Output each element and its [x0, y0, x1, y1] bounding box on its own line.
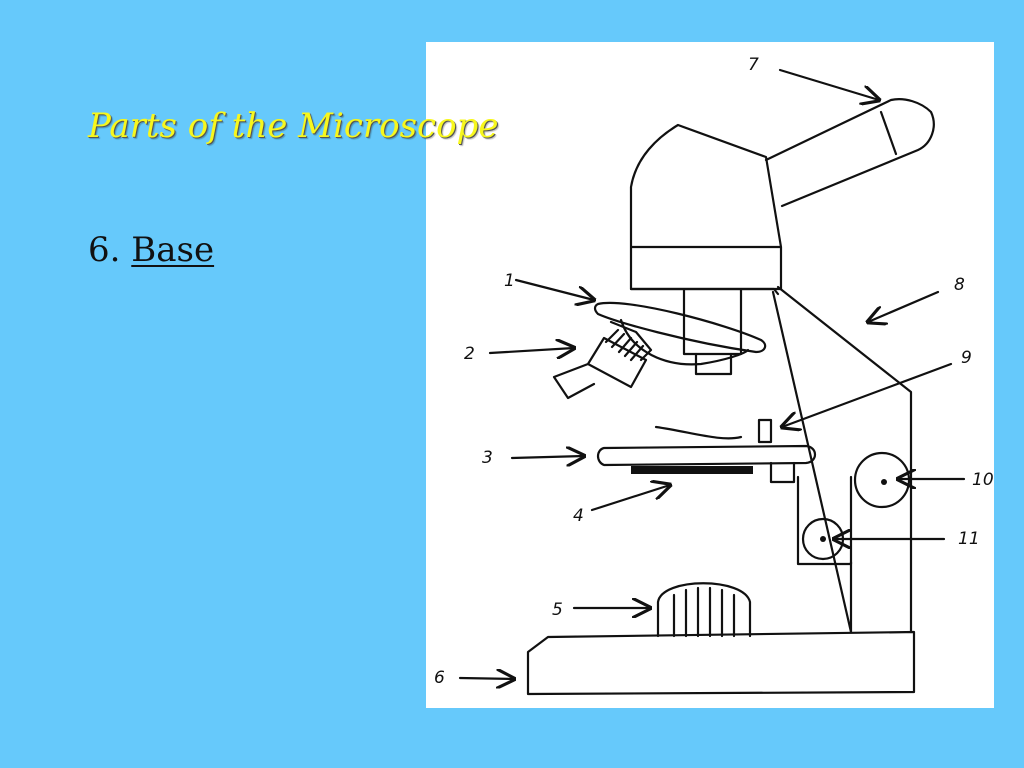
objective-housing — [629, 287, 780, 356]
microscope-arm — [771, 285, 913, 634]
label-8: 8 — [954, 275, 965, 295]
label-6: 6 — [434, 668, 445, 688]
light-source — [656, 582, 752, 638]
label-6-arrow — [458, 678, 514, 679]
objective-knurl — [604, 328, 645, 362]
microscope-drawing: 1 2 3 4 5 6 7 8 9 10 11 — [434, 55, 994, 696]
stage-support — [769, 461, 796, 484]
item-number: 6. — [88, 230, 121, 270]
slide-title: Parts of the Microscope — [88, 106, 499, 146]
label-4: 4 — [573, 506, 584, 526]
light-source-ridges — [672, 586, 736, 638]
label-8-arrow — [868, 290, 940, 322]
side-objective — [552, 320, 653, 400]
eyepiece — [764, 98, 935, 208]
knob-housing — [796, 475, 853, 566]
label-5: 5 — [552, 600, 563, 620]
label-9-arrow — [782, 362, 953, 427]
item-term: Base — [131, 230, 215, 270]
label-10: 10 — [972, 470, 994, 490]
revolving-nosepiece — [593, 301, 767, 366]
microscope-head — [629, 123, 783, 291]
label-2-arrow — [488, 348, 574, 353]
label-3-arrow — [510, 456, 584, 458]
stage-clip — [654, 418, 773, 444]
diaphragm — [631, 466, 753, 474]
label-9: 9 — [961, 348, 972, 368]
microscope-base — [526, 630, 916, 696]
label-4-arrow — [590, 485, 670, 512]
label-1: 1 — [504, 271, 515, 291]
label-7-arrow — [778, 68, 879, 100]
part-list-item: 6. Base — [88, 230, 214, 270]
label-11: 11 — [958, 529, 980, 549]
stage — [596, 444, 817, 467]
label-2: 2 — [464, 344, 475, 364]
label-3: 3 — [482, 448, 493, 468]
label-7: 7 — [748, 55, 759, 75]
label-1-arrow — [514, 278, 594, 300]
microscope-diagram: 1 2 3 4 5 6 7 8 9 10 11 — [426, 42, 994, 708]
